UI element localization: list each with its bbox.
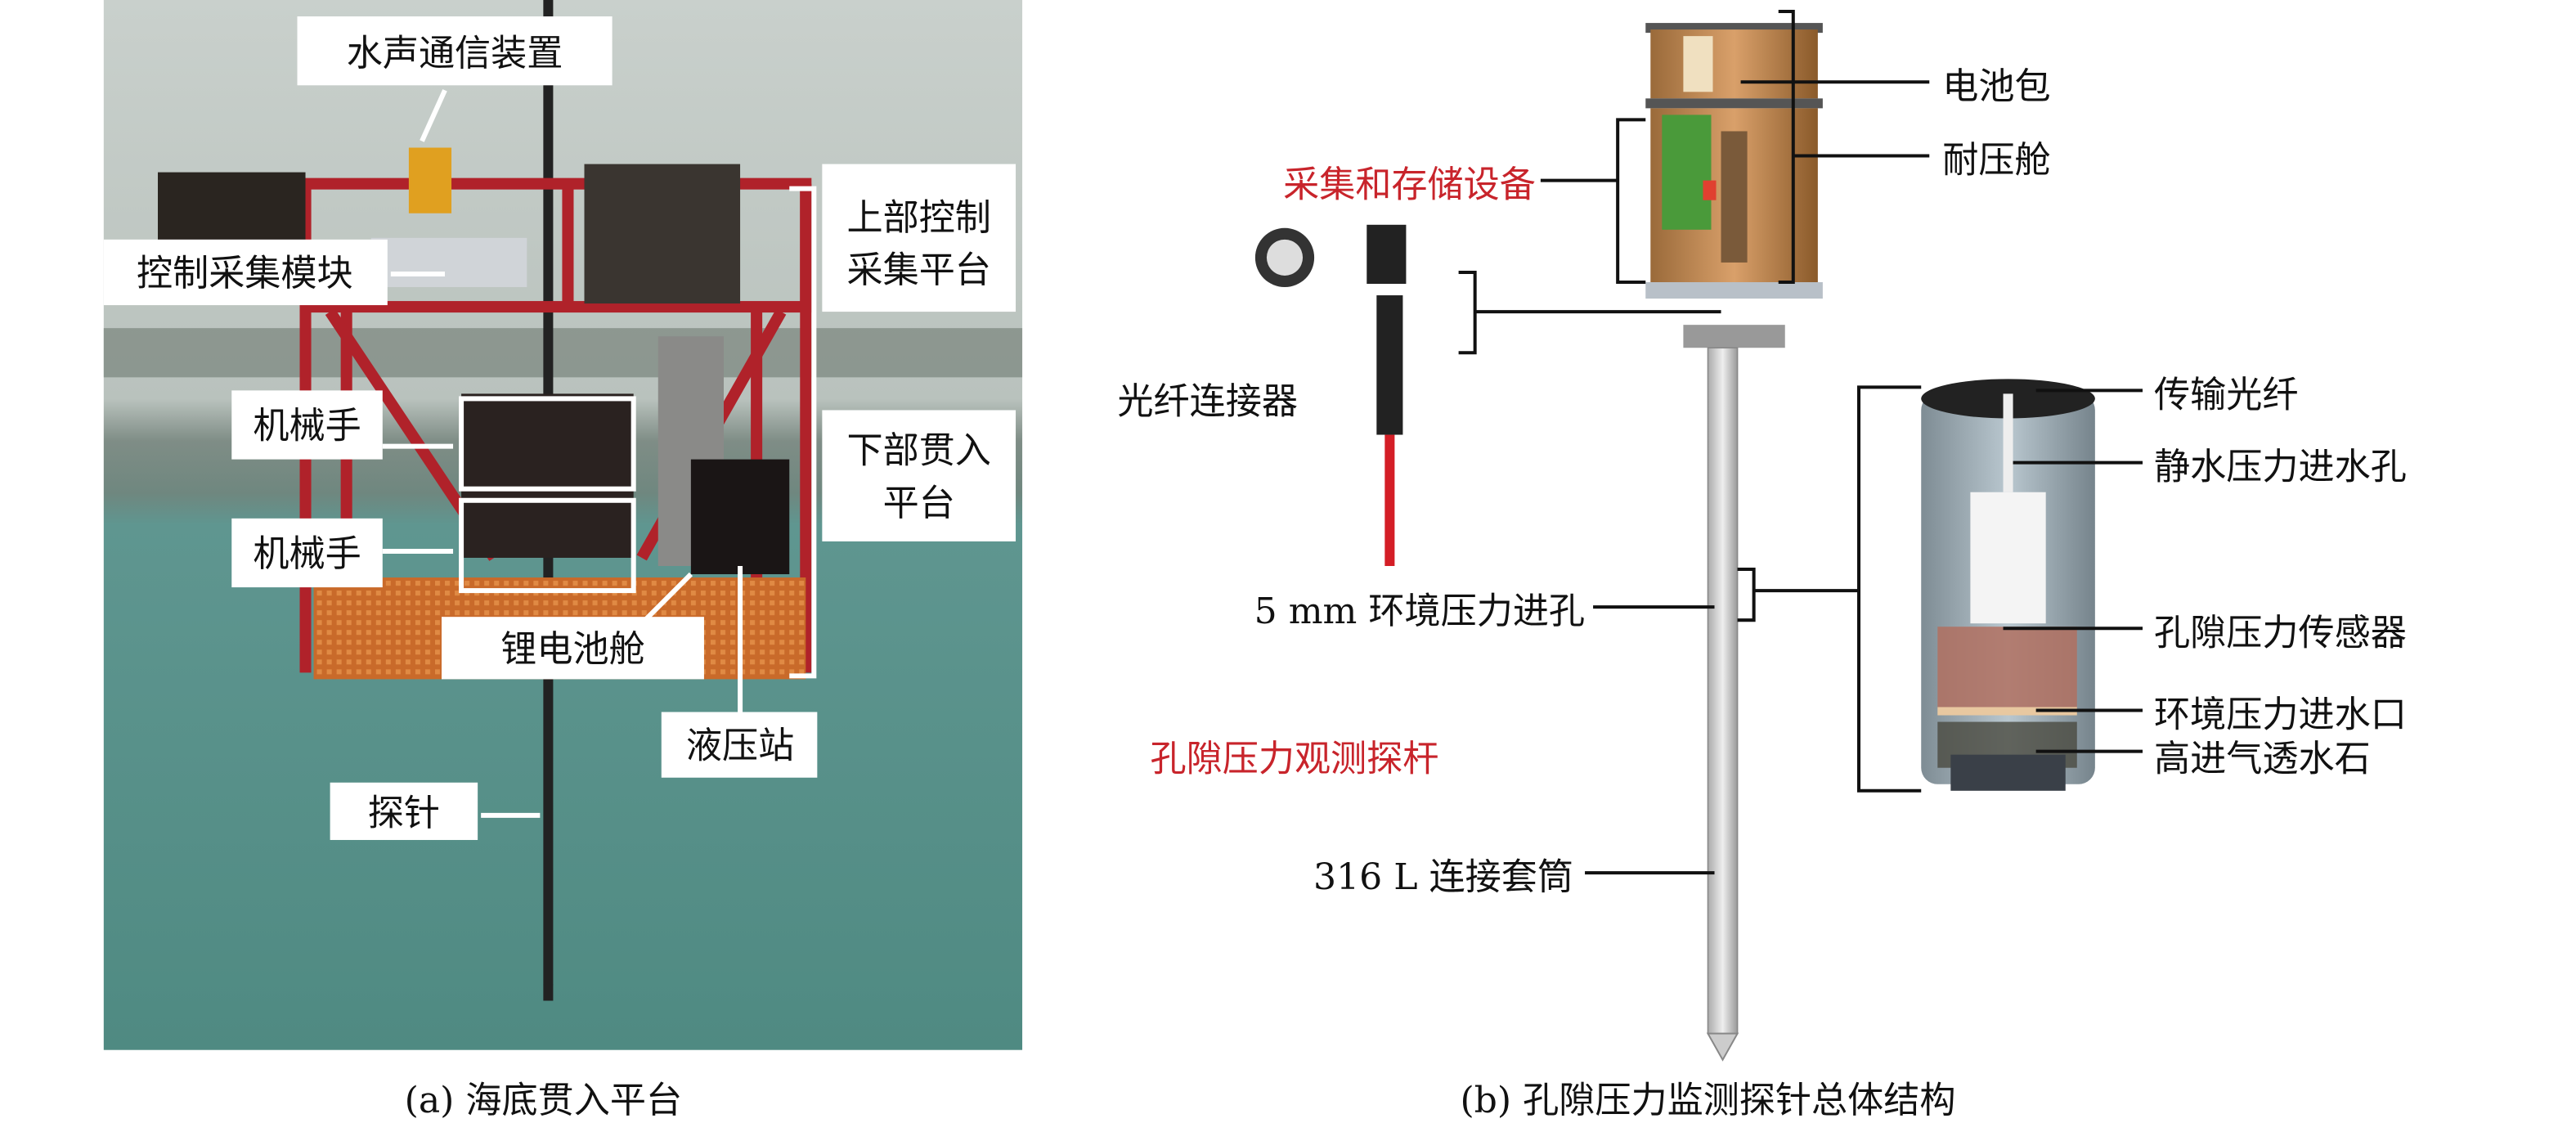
label-hydraulic-station: 液压站 — [686, 725, 794, 767]
pressure-cabin-drawing — [1645, 23, 1823, 348]
caption-a: (a) 海底贯入平台 — [405, 1080, 682, 1121]
label-hydrostatic-inlet: 静水压力进水孔 — [2154, 447, 2407, 488]
sensor-cutaway — [1921, 379, 2095, 791]
label-probe-rod: 孔隙压力观测探杆 — [1151, 739, 1439, 780]
label-transmission-fiber: 传输光纤 — [2154, 374, 2298, 416]
label-lower-platform-1: 下部贯入 — [846, 430, 990, 472]
label-boxes — [103, 16, 1016, 840]
label-probe: 探针 — [368, 793, 440, 834]
label-env-pressure-inlet: 环境压力进水口 — [2154, 694, 2407, 736]
label-porous-stone: 高进气透水石 — [2154, 739, 2371, 780]
fiber-connector-drawing — [1254, 224, 1407, 566]
label-pore-pressure-sensor: 孔隙压力传感器 — [2154, 612, 2407, 654]
label-pressure-cabin: 耐压舱 — [1942, 140, 2050, 182]
label-control-module: 控制采集模块 — [137, 253, 353, 294]
label-fiber-connector: 光纤连接器 — [1117, 380, 1298, 422]
label-manipulator-1: 机械手 — [253, 406, 361, 447]
label-manipulator-2: 机械手 — [253, 533, 361, 575]
label-battery-pack: 电池包 — [1942, 65, 2050, 107]
label-upper-platform-2: 采集平台 — [846, 249, 990, 291]
label-env-pressure-hole: 5 mm 环境压力进孔 — [1254, 591, 1585, 632]
label-acoustic-device: 水声通信装置 — [347, 33, 563, 74]
label-battery-cabin: 锂电池舱 — [500, 628, 644, 670]
probe-rod — [1706, 347, 1739, 1062]
leader-lines — [1458, 10, 2143, 875]
label-acquisition-storage: 采集和存储设备 — [1283, 164, 1536, 206]
highlight-boxes — [459, 186, 817, 679]
label-sleeve: 316 L 连接套筒 — [1313, 856, 1573, 898]
caption-b: (b) 孔隙压力监测探针总体结构 — [1460, 1080, 1955, 1121]
label-lower-platform-2: 平台 — [883, 483, 955, 524]
label-upper-platform-1: 上部控制 — [846, 197, 990, 239]
arrows — [382, 89, 743, 818]
